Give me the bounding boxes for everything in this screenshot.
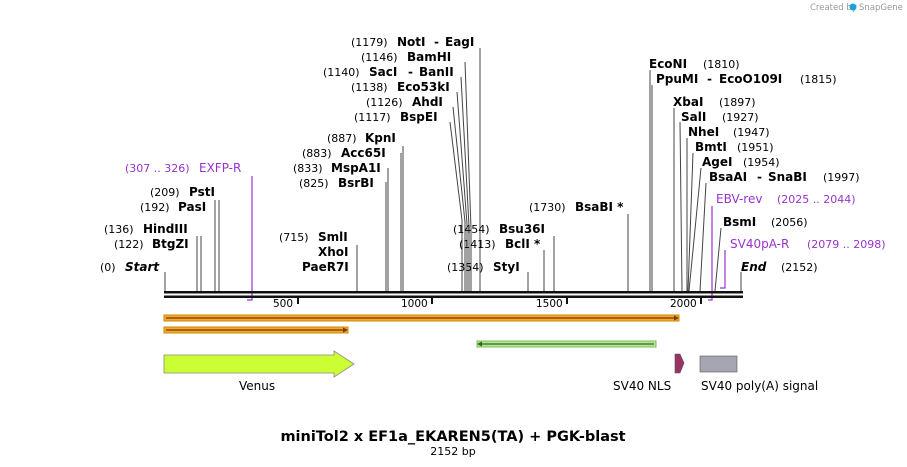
enzyme-pos: (1954): [743, 156, 780, 169]
enzyme-pos: (1413): [459, 238, 496, 251]
enzyme-name: SnaBI: [768, 170, 807, 184]
primer-name: EBV-rev: [716, 192, 762, 206]
enzyme-name-sep: -: [707, 72, 712, 86]
enzyme-name: BsaBI *: [575, 200, 624, 214]
features: Venus SV40 NLS SV40 poly(A) signal: [163, 350, 818, 393]
end-pos: (2152): [781, 261, 818, 274]
enzyme-pos: (122): [114, 238, 144, 251]
end-label: End: [741, 260, 767, 274]
primer-markers: [247, 176, 726, 301]
enzyme-pos: (1138): [351, 81, 388, 94]
enzyme-name-sep: -: [434, 35, 439, 49]
enzyme-pos: (715): [279, 231, 309, 244]
enzyme-pos: (1810): [703, 58, 740, 71]
enzyme-pos: (825): [299, 177, 329, 190]
enzyme-name: PpuMI: [656, 72, 698, 86]
enzyme-pos: (1951): [737, 141, 774, 154]
enzyme-name: BspEI: [400, 110, 438, 124]
start-pos: (0): [100, 261, 116, 274]
enzyme-pos: (833): [293, 162, 323, 175]
enzyme-pos: (1126): [366, 96, 403, 109]
ruler-tick-label: 1000: [401, 298, 428, 310]
enzyme-pos: (209): [150, 186, 180, 199]
venus-feature-arrow[interactable]: [163, 350, 355, 378]
orf-bars: [163, 314, 680, 348]
primer-name: EXFP-R: [199, 161, 241, 175]
enzyme-pos: (1354): [447, 261, 484, 274]
enzyme-name: AhdI: [412, 95, 443, 109]
enzyme-name: PstI: [189, 185, 215, 199]
enzyme-pos: (192): [140, 201, 170, 214]
enzyme-name: BsmI: [723, 215, 756, 229]
enzyme-pos: (887): [327, 132, 357, 145]
enzyme-pos: (1730): [529, 201, 566, 214]
enzyme-name: BamHI: [407, 50, 451, 64]
enzyme-name: Acc65I: [341, 146, 386, 160]
enzyme-name: BsaAI: [709, 170, 747, 184]
enzyme-name: SmlI: [318, 230, 348, 244]
enzyme-pos: (1997): [823, 171, 860, 184]
enzyme-name: SacI: [369, 65, 397, 79]
enzyme-name: HindIII: [143, 222, 188, 236]
feature-label: SV40 poly(A) signal: [701, 379, 818, 393]
start-label: Start: [125, 260, 160, 274]
enzyme-name: SalI: [681, 110, 706, 124]
enzyme-name: MspA1I: [331, 161, 381, 175]
enzyme-name: PasI: [178, 200, 206, 214]
ruler: 500 1000 1500 2000: [273, 297, 702, 310]
enzyme-name: EcoO109I: [719, 72, 782, 86]
enzyme-name: BtgZI: [152, 237, 189, 251]
enzyme-name: BsrBI: [338, 176, 374, 190]
snapgene-logo-icon: [849, 3, 857, 11]
enzyme-pos: (136): [104, 223, 134, 236]
enzyme-name: XbaI: [673, 95, 703, 109]
credit-brand: SnapGene: [859, 3, 903, 13]
enzyme-pos: (1454): [453, 223, 490, 236]
enzyme-name: StyI: [493, 260, 520, 274]
enzyme-labels: (0) Start (136) HindIII (122) BtgZI (209…: [100, 35, 886, 274]
enzyme-name: XhoI: [318, 245, 349, 259]
enzyme-name: KpnI: [365, 131, 396, 145]
sequence-backbone: [164, 291, 743, 298]
ruler-tick-label: 2000: [670, 298, 697, 310]
enzyme-pos: (1947): [733, 126, 770, 139]
enzyme-name: AgeI: [702, 155, 732, 169]
enzyme-name: Eco53kI: [397, 80, 450, 94]
enzyme-name: NheI: [688, 125, 719, 139]
enzyme-name: EagI: [445, 35, 474, 49]
primer-range: (2025 .. 2044): [777, 193, 856, 206]
enzyme-pos: (2056): [771, 216, 808, 229]
enzyme-name: BclI *: [505, 237, 541, 251]
enzyme-pos: (1815): [800, 73, 837, 86]
ruler-tick-label: 500: [273, 298, 293, 310]
enzyme-pos: (1140): [323, 66, 360, 79]
sv40-nls-feature[interactable]: [674, 353, 685, 374]
enzyme-pos: (883): [302, 147, 332, 160]
enzyme-name-sep: -: [757, 170, 762, 184]
primer-range: (307 .. 326): [125, 162, 190, 175]
enzyme-pos: (1927): [722, 111, 759, 124]
ruler-tick-label: 1500: [536, 298, 563, 310]
enzyme-name-sep: -: [408, 65, 413, 79]
enzyme-name: BmtI: [695, 140, 727, 154]
enzyme-name: Bsu36I: [499, 222, 545, 236]
primer-range: (2079 .. 2098): [807, 238, 886, 251]
enzyme-pos: (1146): [361, 51, 398, 64]
sv40-polya-feature[interactable]: [699, 355, 738, 373]
map-title: miniTol2 x EF1a_EKAREN5(TA) + PGK-blast: [280, 429, 625, 445]
credit-text: Created by: [810, 3, 857, 13]
map-length: 2152 bp: [430, 445, 475, 458]
enzyme-leader-lines: [164, 48, 742, 292]
enzyme-name: EcoNI: [649, 57, 687, 71]
enzyme-pos: (1179): [351, 36, 388, 49]
enzyme-pos: (1117): [354, 111, 391, 124]
enzyme-name: PaeR7I: [302, 260, 349, 274]
feature-label: SV40 NLS: [613, 379, 671, 393]
feature-label: Venus: [239, 379, 275, 393]
enzyme-name: BanII: [419, 65, 454, 79]
enzyme-pos: (1897): [719, 96, 756, 109]
enzyme-name: NotI: [397, 35, 426, 49]
primer-name: SV40pA-R: [730, 237, 789, 251]
